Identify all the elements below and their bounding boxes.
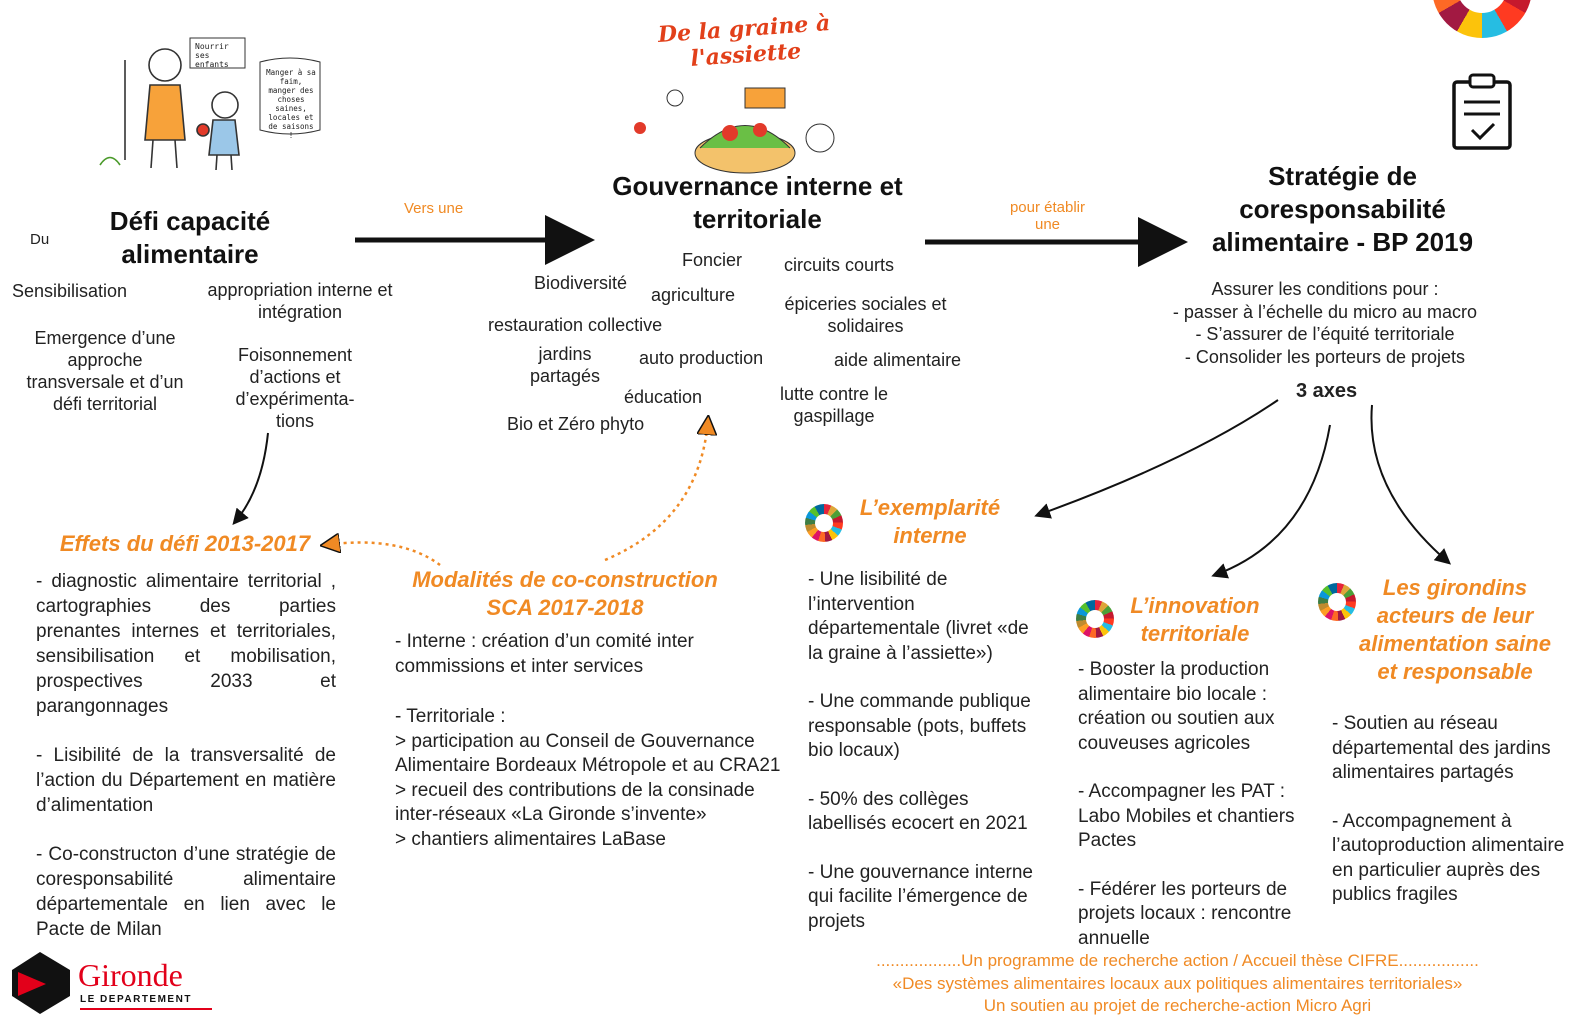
modalites-line: > participation au Conseil de Gouvernanc… — [395, 730, 781, 777]
cartoon-illustration: Nourrir ses enfants Manger à sa faim, ma… — [95, 30, 335, 175]
left-item-sensibilisation: Sensibilisation — [12, 281, 128, 301]
footer-line-3: Un soutien au projet de recherche-action… — [983, 996, 1372, 1015]
left-item-foisonnement: Foisonnement d’actions et d’expérimenta-… — [235, 345, 355, 431]
arrow2-label: pour établir une — [1009, 199, 1086, 233]
axe1-item: - 50% des collèges labellisés ecocert en… — [808, 788, 1028, 835]
word-auto-production: auto production — [639, 348, 764, 368]
word-bio-zero-phyto: Bio et Zéro phyto — [507, 414, 645, 434]
dotted-arrow-modalites — [600, 515, 660, 560]
footer-line-1: ..................Un programme de recher… — [876, 951, 1479, 970]
modalites-line: - Interne : création d’un comité inter c… — [395, 631, 694, 677]
left-item-appropriation: appropriation interne et intégration — [207, 280, 393, 322]
axe2-item: - Accompagner les PAT : Labo Mobiles et … — [1078, 781, 1295, 851]
arrow-left-down — [232, 432, 269, 526]
axe1-title: L’exemplarité interne — [859, 495, 1001, 548]
effets-body: - diagnostic alimentaire territorial , c… — [36, 569, 336, 966]
modalites-title: Modalités de co-construction SCA 2017-20… — [412, 567, 718, 620]
clipboard-check-icon — [1450, 72, 1514, 157]
word-aide-alimentaire: aide alimentaire — [834, 350, 962, 370]
graine-assiette-logo: De la graine à l'assiette — [625, 8, 865, 174]
speech-bubble-1: Nourrir ses enfants — [195, 42, 229, 69]
effets-title: Effets du défi 2013-2017 — [59, 531, 311, 556]
left-title: Défi capacité alimentaire — [109, 206, 271, 269]
axe1-body: - Une lisibilité de l’intervention dépar… — [808, 568, 1043, 934]
arrow-axe-3 — [1370, 404, 1452, 565]
right-title: Stratégie de coresponsabilité alimentair… — [1211, 161, 1474, 257]
dotted-arrow-effets — [325, 543, 441, 567]
word-restauration: restauration collective — [488, 315, 663, 335]
axe2-body: - Booster la production alimentaire bio … — [1078, 658, 1313, 951]
axe2-item: - Booster la production alimentaire bio … — [1078, 659, 1275, 754]
modalites-line: > recueil des contributions de la consin… — [395, 779, 755, 826]
center-title: Gouvernance interne et territoriale — [612, 171, 903, 234]
word-circuits-courts: circuits courts — [784, 255, 895, 275]
left-item-emergence: Emergence d’une approche transversale et… — [26, 328, 184, 414]
gironde-logo: Gironde LE DEPARTEMENT — [10, 950, 212, 1018]
axe1-item: - Une commande publique responsable (pot… — [808, 691, 1031, 761]
word-biodiversite: Biodiversité — [534, 273, 628, 293]
arrow1-label: Vers une — [404, 200, 464, 217]
right-condition-1: - passer à l’échelle du micro au macro — [1172, 302, 1478, 322]
effets-paragraph: - Lisibilité de la transversalité de l’a… — [36, 745, 336, 816]
axe2-title: L’innovation territoriale — [1130, 593, 1260, 646]
sdg-wheel-icon — [805, 504, 843, 542]
axes-label: 3 axes — [1296, 380, 1358, 402]
word-foncier: Foncier — [682, 250, 743, 270]
axe3-title: Les girondins acteurs de leur alimentati… — [1359, 575, 1551, 684]
prefix-du: Du — [30, 231, 50, 248]
modalites-body: - Interne : création d’un comité inter c… — [395, 630, 795, 852]
footer-line-2: «Des systèmes alimentaires locaux aux po… — [892, 974, 1463, 993]
right-condition-2: - S’assurer de l’équité territoriale — [1195, 324, 1455, 344]
right-condition-3: - Consolider les porteurs de projets — [1184, 347, 1466, 367]
effets-paragraph: - diagnostic alimentaire territorial , c… — [36, 571, 336, 717]
gironde-logo-name: Gironde — [78, 957, 183, 993]
axe1-item: - Une lisibilité de l’intervention dépar… — [808, 569, 1029, 664]
word-gaspillage: lutte contre le gaspillage — [779, 384, 889, 426]
sdg-wheel-icon — [1318, 583, 1356, 621]
gironde-logo-subtitle: LE DEPARTEMENT — [80, 994, 192, 1005]
sdg-wheel-icon — [1076, 600, 1114, 638]
word-jardins: jardins partagés — [529, 344, 601, 386]
speech-bubble-2: Manger à sa faim, manger des choses sain… — [266, 68, 316, 140]
arrow-axe-2 — [1211, 424, 1331, 579]
axe1-item: - Une gouvernance interne qui facilite l… — [808, 861, 1033, 932]
axe3-item: - Soutien au réseau départemental des ja… — [1332, 713, 1551, 783]
axe2-item: - Fédérer les porteurs de projets locaux… — [1078, 878, 1292, 949]
word-agriculture: agriculture — [651, 285, 736, 305]
word-education: éducation — [624, 387, 703, 407]
effets-paragraph: - Co-constructon d’une stratégie de core… — [36, 844, 336, 940]
modalites-line: > chantiers alimentaires LaBase — [395, 828, 666, 850]
axe3-body: - Soutien au réseau départemental des ja… — [1332, 712, 1572, 908]
right-intro: Assurer les conditions pour : — [1211, 279, 1439, 299]
modalites-line: - Territoriale : — [395, 706, 506, 727]
dotted-arrow-gouvernance — [604, 420, 708, 562]
modalites-line — [395, 679, 795, 705]
gironde-logo-mark — [12, 952, 70, 1014]
arrow-axe-1 — [1034, 399, 1279, 519]
word-epiceries: épiceries sociales et solidaires — [784, 294, 947, 336]
axe3-item: - Accompagnement à l’autoproduction alim… — [1332, 810, 1565, 906]
